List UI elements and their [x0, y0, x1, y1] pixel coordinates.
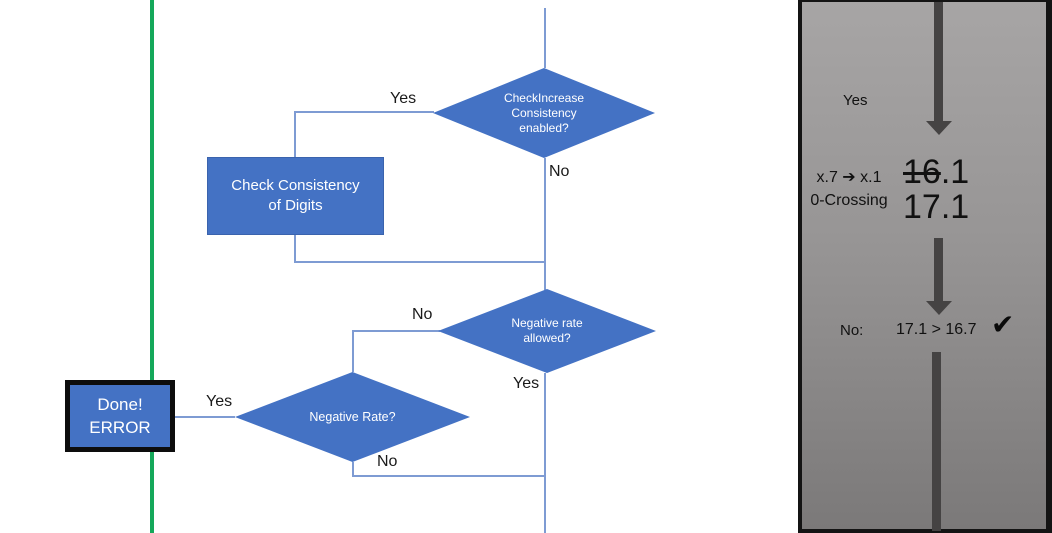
connector-line — [294, 111, 296, 157]
down-arrow-icon — [934, 238, 943, 302]
comparison-text: 17.1 > 16.7 — [896, 321, 977, 338]
result-panel: Yes x.7 ➔ x.1 0-Crossing 16.1 17.1 No: 1… — [798, 0, 1052, 533]
connector-line — [352, 330, 354, 372]
label-neg-rate-allowed-yes: Yes — [513, 375, 540, 392]
connector-line — [352, 462, 354, 477]
process-text-line: Check Consistency — [231, 177, 360, 194]
label-negative-rate-yes: Yes — [206, 393, 233, 410]
old-value-rest: .1 — [940, 153, 970, 191]
connector-line — [294, 111, 434, 113]
connector-line — [544, 373, 546, 533]
down-arrow-head-icon — [926, 121, 952, 135]
rule-text-line: 0-Crossing — [810, 192, 888, 209]
decision-negative-rate-allowed-diamond: Negative rate allowed? — [438, 289, 656, 373]
old-value-struck: 16 — [903, 153, 941, 191]
decision-check-increase-diamond: CheckIncrease Consistency enabled? — [433, 68, 655, 158]
decision-text-line: CheckIncrease — [503, 90, 585, 105]
decision-text-line: allowed? — [523, 331, 571, 345]
connector-line — [294, 235, 296, 263]
terminal-done-error-box: Done! ERROR — [65, 380, 175, 452]
rule-text: x.7 ➔ x.1 0-Crossing — [804, 166, 894, 212]
old-value: 16.1 — [903, 155, 969, 190]
rule-text-line: x.7 ➔ x.1 — [816, 169, 882, 186]
decision-text-line: Negative Rate? — [309, 409, 396, 424]
terminal-text-line: Done! — [97, 395, 143, 414]
terminal-text-line: ERROR — [89, 418, 151, 437]
decision-text-line: Negative rate — [511, 316, 583, 330]
connector-line — [544, 158, 546, 290]
decision-text-line: enabled? — [519, 120, 569, 135]
down-arrow-head-icon — [926, 301, 952, 315]
label-negative-rate-no: No — [377, 453, 398, 470]
label-check-increase-yes: Yes — [390, 90, 417, 107]
label-neg-rate-allowed-no: No — [412, 306, 433, 323]
label-check-increase-no: No — [549, 163, 570, 180]
decision-negative-rate-diamond: Negative Rate? — [235, 372, 470, 462]
connector-line — [175, 416, 235, 418]
green-divider-line — [150, 0, 154, 533]
down-arrow-icon — [934, 2, 943, 122]
connector-line — [294, 261, 545, 263]
process-text-line: of Digits — [268, 197, 323, 214]
connector-line — [352, 475, 545, 477]
result-no-label: No: — [840, 322, 864, 339]
process-check-consistency-box: Check Consistency of Digits — [207, 157, 384, 235]
decision-text-line: Consistency — [511, 105, 577, 120]
connector-line — [544, 8, 546, 68]
down-arrow-icon — [932, 352, 941, 531]
new-value: 17.1 — [903, 188, 970, 226]
check-mark-icon: ✔ — [991, 309, 1015, 340]
panel-yes-label: Yes — [843, 92, 868, 109]
connector-line — [352, 330, 440, 332]
